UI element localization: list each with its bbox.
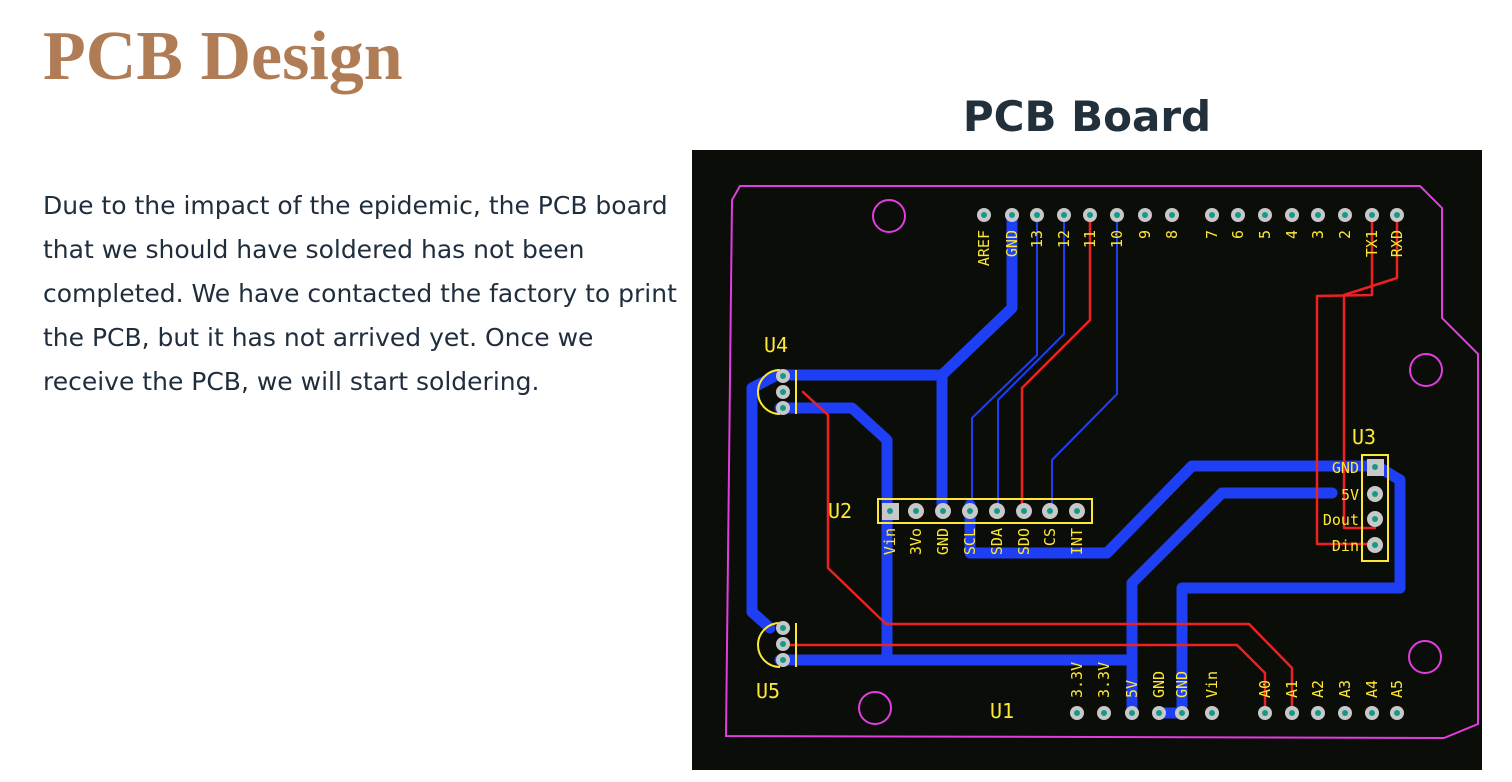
u3-pin-gnd: GND xyxy=(1332,459,1359,477)
u3-pin-5v: 5V xyxy=(1341,486,1359,504)
u2-pin-sdo: SDO xyxy=(1015,528,1033,555)
component-u2: U2 Vin 3Vo GND SCL SDA SDO CS INT xyxy=(828,498,1093,555)
pin-label-aref: AREF xyxy=(975,230,993,266)
pin-label-11: 11 xyxy=(1081,230,1099,248)
u3-pin-dout: Dout xyxy=(1323,511,1359,529)
pcb-board-image: AREF GND 13 12 11 10 9 8 7 6 5 4 3 2 TX1… xyxy=(692,150,1482,770)
pin-label-7: 7 xyxy=(1203,230,1221,239)
u5-label: U5 xyxy=(756,679,780,703)
pin-label-3: 3 xyxy=(1309,230,1327,239)
u2-pin-scl: SCL xyxy=(961,528,979,555)
pin-label-gnd: GND xyxy=(1003,230,1021,257)
mounting-hole-bottom-right xyxy=(1408,640,1442,674)
figure-title: PCB Board xyxy=(962,92,1212,141)
pin-label-6: 6 xyxy=(1229,230,1247,239)
u2-pin-cs: CS xyxy=(1041,528,1059,546)
u3-pin-din: Din xyxy=(1332,537,1359,555)
pin-label-a5: A5 xyxy=(1388,680,1406,698)
u2-pin-int: INT xyxy=(1068,528,1086,555)
mounting-hole-top-left xyxy=(872,199,906,233)
bottom-header-labels: 3.3V 3.3V 5V GND GND Vin A0 A1 A2 A3 A4 … xyxy=(1068,662,1406,698)
component-u5: U5 xyxy=(756,621,797,703)
pin-label-a3: A3 xyxy=(1336,680,1354,698)
board-outline xyxy=(724,185,1479,740)
pin-label-gnd-b: GND xyxy=(1173,671,1191,698)
pin-label-10: 10 xyxy=(1108,230,1126,248)
pin-label-vin: Vin xyxy=(1203,671,1221,698)
pin-label-9: 9 xyxy=(1136,230,1154,239)
pin-label-a4: A4 xyxy=(1363,680,1381,698)
u1-label: U1 xyxy=(990,699,1014,723)
component-u4: U4 xyxy=(757,333,797,415)
u2-pin-sda: SDA xyxy=(988,528,1006,555)
pin-label-13: 13 xyxy=(1028,230,1046,248)
pin-label-a2: A2 xyxy=(1309,680,1327,698)
red-traces xyxy=(778,213,1399,715)
u2-label: U2 xyxy=(828,499,852,523)
mounting-hole-bottom-left xyxy=(858,691,892,725)
pin-label-gnd-a: GND xyxy=(1150,671,1168,698)
top-header-labels: AREF GND 13 12 11 10 9 8 7 6 5 4 3 2 TX1… xyxy=(975,230,1406,266)
pin-label-a0: A0 xyxy=(1256,680,1274,698)
pin-label-a1: A1 xyxy=(1283,680,1301,698)
u2-pin-gnd: GND xyxy=(934,528,952,555)
top-header-pins xyxy=(977,208,1404,222)
pin-label-5v: 5V xyxy=(1123,680,1141,698)
u3-label: U3 xyxy=(1352,425,1376,449)
bottom-header-pins xyxy=(1070,706,1404,720)
pin-label-tx1: TX1 xyxy=(1363,230,1381,257)
mounting-hole-right xyxy=(1409,353,1443,387)
pin-label-2: 2 xyxy=(1336,230,1354,239)
page-title: PCB Design xyxy=(43,18,403,95)
pin-label-12: 12 xyxy=(1055,230,1073,248)
pin-label-4: 4 xyxy=(1283,230,1301,239)
pin-label-rxd: RXD xyxy=(1388,230,1406,257)
pin-label-3v3-a: 3.3V xyxy=(1068,662,1086,698)
pin-label-3v3-b: 3.3V xyxy=(1095,662,1113,698)
component-u3: U3 GND 5V Dout Din xyxy=(1323,425,1389,562)
u2-pin-3vo: 3Vo xyxy=(907,528,925,555)
u2-pin-vin: Vin xyxy=(881,528,899,555)
blue-traces xyxy=(746,209,1406,719)
description-paragraph: Due to the impact of the epidemic, the P… xyxy=(43,191,677,396)
pcb-board-svg: AREF GND 13 12 11 10 9 8 7 6 5 4 3 2 TX1… xyxy=(724,185,1479,740)
pin-label-5: 5 xyxy=(1256,230,1274,239)
pin-label-8: 8 xyxy=(1163,230,1181,239)
u4-label: U4 xyxy=(764,333,788,357)
